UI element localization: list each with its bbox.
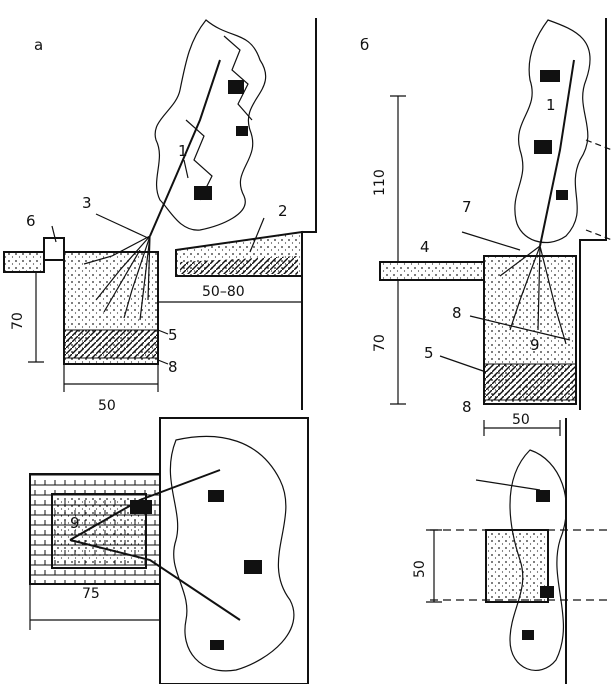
vine-foliage-plan [69,435,295,672]
panel-label-a: а [34,36,43,54]
dim-line-70b [390,280,406,405]
pavement-slab-a [3,251,45,273]
dim-50a: 50 [98,398,116,414]
curb-a [43,237,65,261]
dim-50-80: 50–80 [202,284,245,300]
pavement-slab-b [379,261,485,281]
callout-5b: 5 [424,344,434,362]
dim-line-5080 [158,294,303,310]
roots-a [83,235,151,321]
callout-8a: 8 [168,358,178,376]
vine-foliage-a [149,19,267,237]
dim-50b: 50 [512,412,530,428]
panel-b: б 1 7 4 8 9 5 8 110 70 50 [360,18,612,436]
roots-b [499,245,567,345]
vine-foliage-b [514,19,612,247]
panel-plan-view-b: 50 [412,418,612,684]
vine-foliage-plan-b [430,449,612,671]
callout-8c: 8 [462,398,472,416]
drainage-layer-b [483,363,577,401]
dim-line-50a [63,364,159,392]
drainage-layer-a [63,329,159,359]
dim-70b: 70 [372,334,388,352]
callout-5a: 5 [168,326,178,344]
dim-line-50b [483,420,561,436]
callout-1b: 1 [546,96,556,114]
callout-7: 7 [462,198,472,216]
wall-b [579,18,607,410]
dim-line-70a [28,271,44,363]
wall-a [301,18,317,410]
panel-label-b: б [360,36,369,54]
callout-1a: 1 [178,142,188,160]
callout-8b: 8 [452,304,462,322]
callout-2: 2 [278,202,288,220]
dim-line-50c [426,529,442,603]
panel-a: а 1 2 3 6 5 8 70 50 50–80 [3,18,317,414]
callout-3: 3 [82,194,92,212]
wall-plan [159,417,309,684]
dim-line-75 [29,584,161,630]
dim-50c: 50 [412,560,428,578]
callout-6: 6 [26,212,36,230]
pit-plan-b [485,529,549,603]
callout-9b: 9 [70,514,80,532]
panel-plan-view: 9 75 [29,417,309,684]
dim-110: 110 [372,169,388,196]
dim-70a: 70 [10,312,26,330]
callout-9a: 9 [530,336,540,354]
callout-4: 4 [420,238,430,256]
dim-75: 75 [82,586,100,602]
dim-line-110 [390,95,406,263]
